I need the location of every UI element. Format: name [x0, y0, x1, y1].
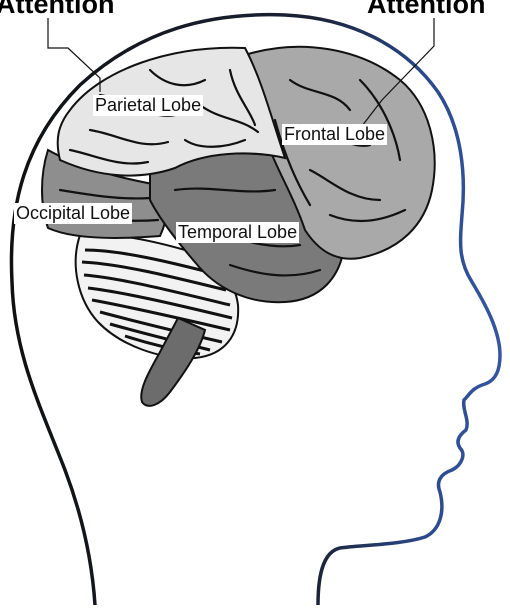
occipital-lobe-label: Occipital Lobe	[14, 203, 132, 224]
top-left-label: Attention	[0, 0, 114, 18]
parietal-lobe-label: Parietal Lobe	[93, 95, 203, 116]
top-right-label: Attention	[367, 0, 485, 18]
frontal-lobe-label: Frontal Lobe	[282, 124, 387, 145]
temporal-lobe-label: Temporal Lobe	[176, 222, 299, 243]
left-leader-line	[48, 18, 100, 92]
